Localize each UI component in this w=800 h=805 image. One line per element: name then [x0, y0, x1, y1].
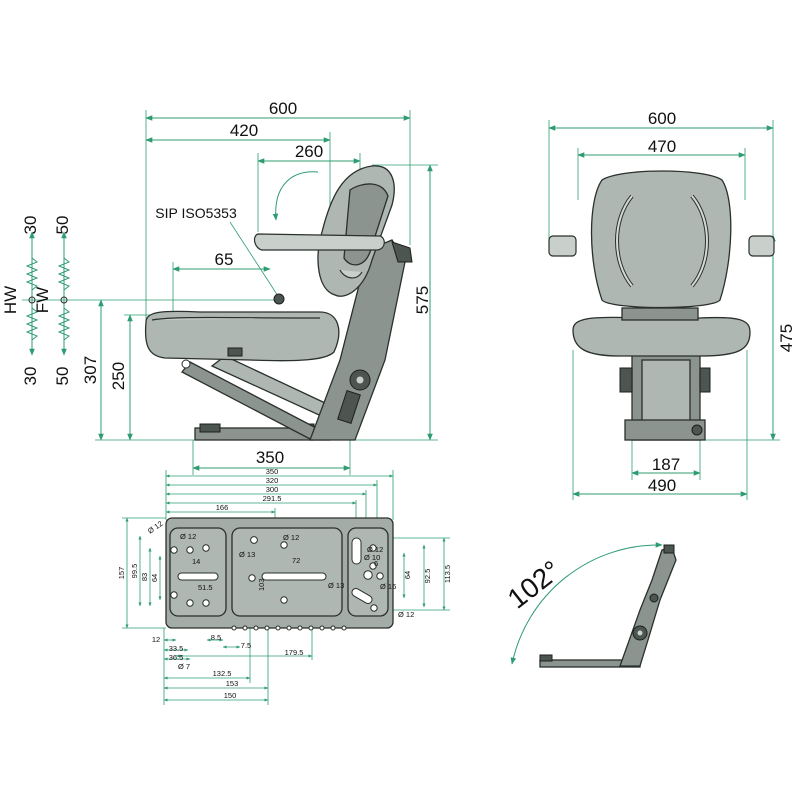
inner-dim-103: 103: [257, 578, 266, 591]
side-seat-illustration: [144, 165, 413, 441]
recline-angle: 102°: [502, 554, 567, 614]
dim-475: 475: [777, 324, 796, 352]
inner-dim-14: 14: [192, 557, 200, 566]
plate-dim-291-5: 291.5: [263, 494, 282, 503]
dim-490: 490: [648, 476, 676, 495]
plate-dim-113-5: 113.5: [443, 565, 452, 583]
plate-dim-153: 153: [226, 679, 239, 688]
front-dimensions: [548, 120, 780, 500]
base-plate-view: 350 320 300 291.5 166 157 99.5 83 64 64 …: [117, 467, 452, 705]
plate-dim-8-5: 8.5: [211, 633, 221, 642]
recline-view: 102°: [502, 542, 677, 668]
plate-dim-166: 166: [216, 503, 229, 512]
hole-label-8: Ø 16: [380, 582, 396, 591]
hw-fw-indicator: [25, 231, 71, 356]
plate-dim-36-5: 36.5: [169, 653, 184, 662]
plate-dimensions: [122, 470, 450, 705]
inner-dim-6: 6: [374, 559, 378, 568]
plate-dim-64-left: 64: [150, 574, 159, 582]
plate-dim-150: 150: [224, 691, 237, 700]
plate-dim-7-5: 7.5: [241, 641, 251, 650]
dim-250: 250: [109, 362, 128, 390]
hole-label-5: Ø 12: [367, 545, 383, 554]
plate-dim-157: 157: [117, 567, 126, 580]
fw-label: FW: [33, 287, 52, 313]
fw-up: 50: [53, 216, 72, 235]
hole-label-10: Ø 7: [178, 662, 190, 671]
dim-65: 65: [215, 250, 234, 269]
hole-label-1: Ø 12: [146, 519, 164, 536]
plate-dim-12: 12: [152, 635, 160, 644]
dim-187: 187: [652, 455, 680, 474]
plate-dim-92-5: 92.5: [423, 569, 432, 584]
plate-dim-83: 83: [140, 573, 149, 581]
plate-dim-350: 350: [266, 467, 279, 476]
dim-600-side: 600: [269, 99, 297, 118]
hw-down: 30: [21, 367, 40, 386]
dim-575: 575: [413, 286, 432, 314]
plate-dim-132-5: 132.5: [213, 669, 232, 678]
dim-470: 470: [648, 137, 676, 156]
dim-307: 307: [81, 356, 100, 384]
plate-dim-179-5: 179.5: [285, 648, 304, 657]
front-seat-illustration: [548, 170, 775, 441]
small-hole-row: [231, 625, 347, 631]
dim-600-front: 600: [648, 109, 676, 128]
hole-label-6: Ø 10: [364, 553, 380, 562]
plate-dim-64-right: 64: [403, 571, 412, 579]
hole-label-9: Ø 12: [398, 610, 414, 619]
base-plate: [165, 517, 394, 631]
hole-label-7: Ø 13: [328, 581, 344, 590]
sip-label: SIP ISO5353: [155, 205, 237, 221]
side-view: 600 420 260 SIP ISO5353 65 350 575 307 2…: [1, 99, 438, 475]
plate-dim-99-5: 99.5: [130, 564, 139, 579]
plate-dim-320: 320: [266, 476, 279, 485]
front-view: 600 470 475 187 490: [548, 109, 796, 500]
fw-down: 50: [53, 367, 72, 386]
hw-up: 30: [21, 216, 40, 235]
dim-420: 420: [230, 121, 258, 140]
hole-label-3: Ø 13: [239, 550, 255, 559]
hole-label-4: Ø 12: [283, 533, 299, 542]
plate-dim-33-5: 33.5: [169, 644, 184, 653]
inner-dim-72: 72: [292, 556, 300, 565]
recline-seat-illustration: [539, 544, 677, 668]
inner-dim-51-5: 51.5: [198, 583, 213, 592]
hw-label: HW: [1, 286, 20, 314]
plate-dim-300: 300: [266, 485, 279, 494]
hole-label-2: Ø 12: [180, 532, 196, 541]
dim-350-side: 350: [256, 448, 284, 467]
dim-260: 260: [295, 142, 323, 161]
